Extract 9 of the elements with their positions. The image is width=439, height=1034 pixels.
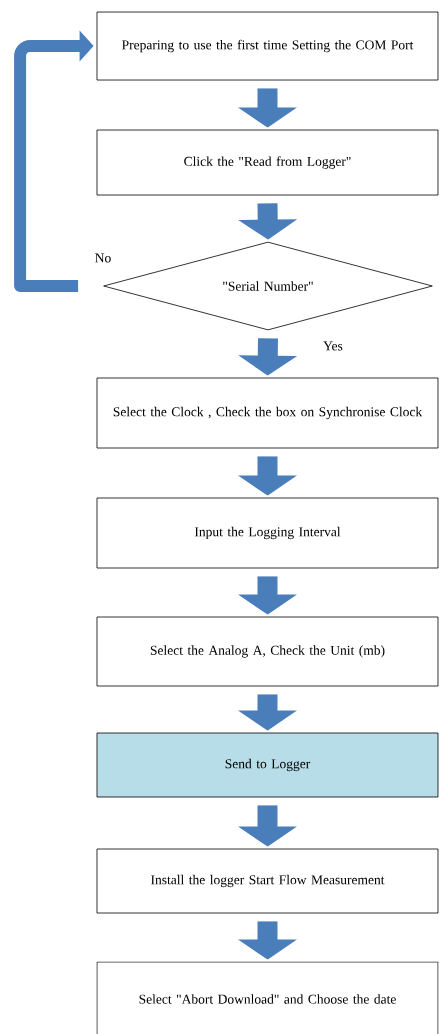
process-box: Preparing to use the first time Setting the COM Port: [96, 11, 439, 81]
process-box: Send to Logger: [96, 732, 439, 798]
edge-label: Yes: [322, 340, 344, 352]
process-box: Install the logger Start Flow Measurement: [96, 848, 439, 914]
process-box: Select the Clock , Check the box on Synchronise Clock: [96, 377, 439, 449]
process-box: Click the "Read from Logger": [96, 129, 439, 196]
process-box: Input the Logging Interval: [96, 497, 439, 569]
process-box: Select the Analog A, Check the Unit (mb): [96, 616, 439, 687]
process-box: Select "Abort Download" and Choose the date: [96, 961, 439, 1034]
